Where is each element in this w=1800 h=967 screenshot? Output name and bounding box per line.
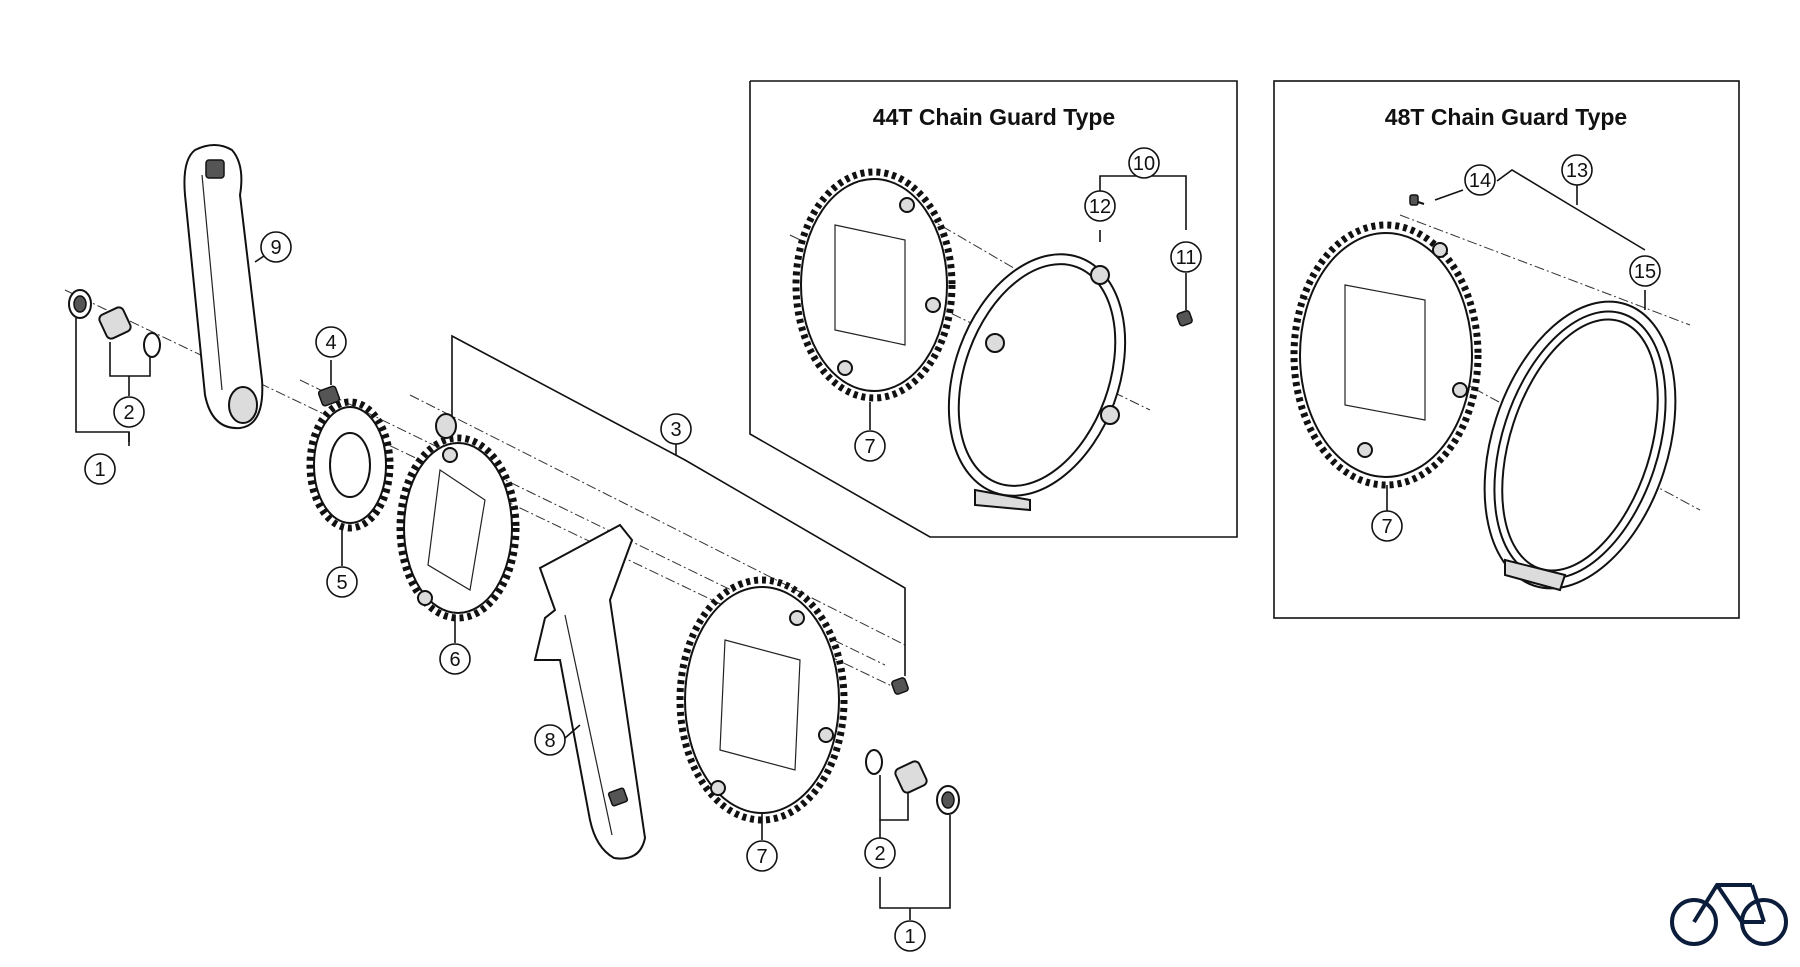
part-2-right-bolt <box>894 760 928 794</box>
part-11-guard-bolt <box>1176 310 1193 327</box>
part-3-chainring-bolt <box>891 677 909 695</box>
part-12-44t-chain-guard <box>947 253 1127 512</box>
svg-text:10: 10 <box>1133 153 1155 175</box>
callout-9: 9 <box>260 231 292 263</box>
svg-text:13: 13 <box>1566 160 1588 182</box>
part-4-bolt <box>317 385 341 407</box>
panel-48t-title: 48T Chain Guard Type <box>1385 104 1627 130</box>
callout-8: 8 <box>534 724 566 756</box>
callout-1-left: 1 <box>84 453 116 485</box>
callout-11: 11 <box>1170 241 1202 273</box>
part-6-middle-chainring <box>396 434 520 622</box>
callout-7-bottom: 7 <box>746 840 778 872</box>
callout-4: 4 <box>315 326 347 358</box>
panel-44t-title: 44T Chain Guard Type <box>873 104 1115 130</box>
svg-text:9: 9 <box>270 237 281 259</box>
svg-text:3: 3 <box>670 419 681 441</box>
panel-44t-chain-guard: 44T Chain Guard Type <box>749 80 1238 538</box>
svg-text:1: 1 <box>94 459 105 481</box>
callout-12: 12 <box>1084 190 1116 222</box>
svg-text:8: 8 <box>544 730 555 752</box>
part-9-left-crank-arm <box>183 144 264 430</box>
part-2-left-bolt <box>98 306 161 358</box>
svg-text:2: 2 <box>874 843 885 865</box>
part-3-spacer-bolt <box>435 413 457 439</box>
bicycle-logo-icon <box>1670 883 1788 946</box>
part-1-left-cap <box>68 289 92 319</box>
part-1-right-cap <box>936 785 960 815</box>
svg-text:6: 6 <box>449 649 460 671</box>
svg-text:2: 2 <box>123 402 134 424</box>
svg-text:7: 7 <box>1381 516 1392 538</box>
part-15-48t-chain-guard <box>1483 300 1677 592</box>
part-7-48t-chainring <box>1290 221 1482 489</box>
callout-14: 14 <box>1464 164 1496 196</box>
svg-text:11: 11 <box>1176 247 1197 269</box>
part-7-large-chainring <box>676 576 848 824</box>
callout-7-48t: 7 <box>1371 510 1403 542</box>
callout-7-44t: 7 <box>854 430 886 462</box>
part-2-right-ring <box>865 749 883 775</box>
part-5-small-chainring <box>306 398 394 532</box>
part-7-44t-chainring <box>792 168 956 402</box>
svg-text:14: 14 <box>1469 170 1491 192</box>
callout-15: 15 <box>1629 255 1661 287</box>
svg-text:7: 7 <box>864 436 875 458</box>
svg-text:4: 4 <box>325 332 336 354</box>
callout-5: 5 <box>326 566 358 598</box>
callout-10: 10 <box>1128 147 1160 179</box>
svg-text:12: 12 <box>1089 196 1111 218</box>
callout-2-left: 2 <box>113 396 145 428</box>
callout-2-right: 2 <box>864 837 896 869</box>
svg-text:5: 5 <box>336 572 347 594</box>
svg-text:1: 1 <box>904 926 915 948</box>
panel-48t-chain-guard: 48T Chain Guard Type <box>1273 80 1740 619</box>
part-8-right-crank-arm <box>533 523 647 860</box>
callout-13: 13 <box>1561 154 1593 186</box>
svg-text:7: 7 <box>756 846 767 868</box>
callout-6: 6 <box>439 643 471 675</box>
svg-text:15: 15 <box>1634 261 1656 283</box>
part-14-guard-bolt <box>1409 194 1425 206</box>
callout-3: 3 <box>660 413 692 445</box>
callout-1-right: 1 <box>894 920 926 952</box>
leader-lines-left <box>75 251 951 920</box>
